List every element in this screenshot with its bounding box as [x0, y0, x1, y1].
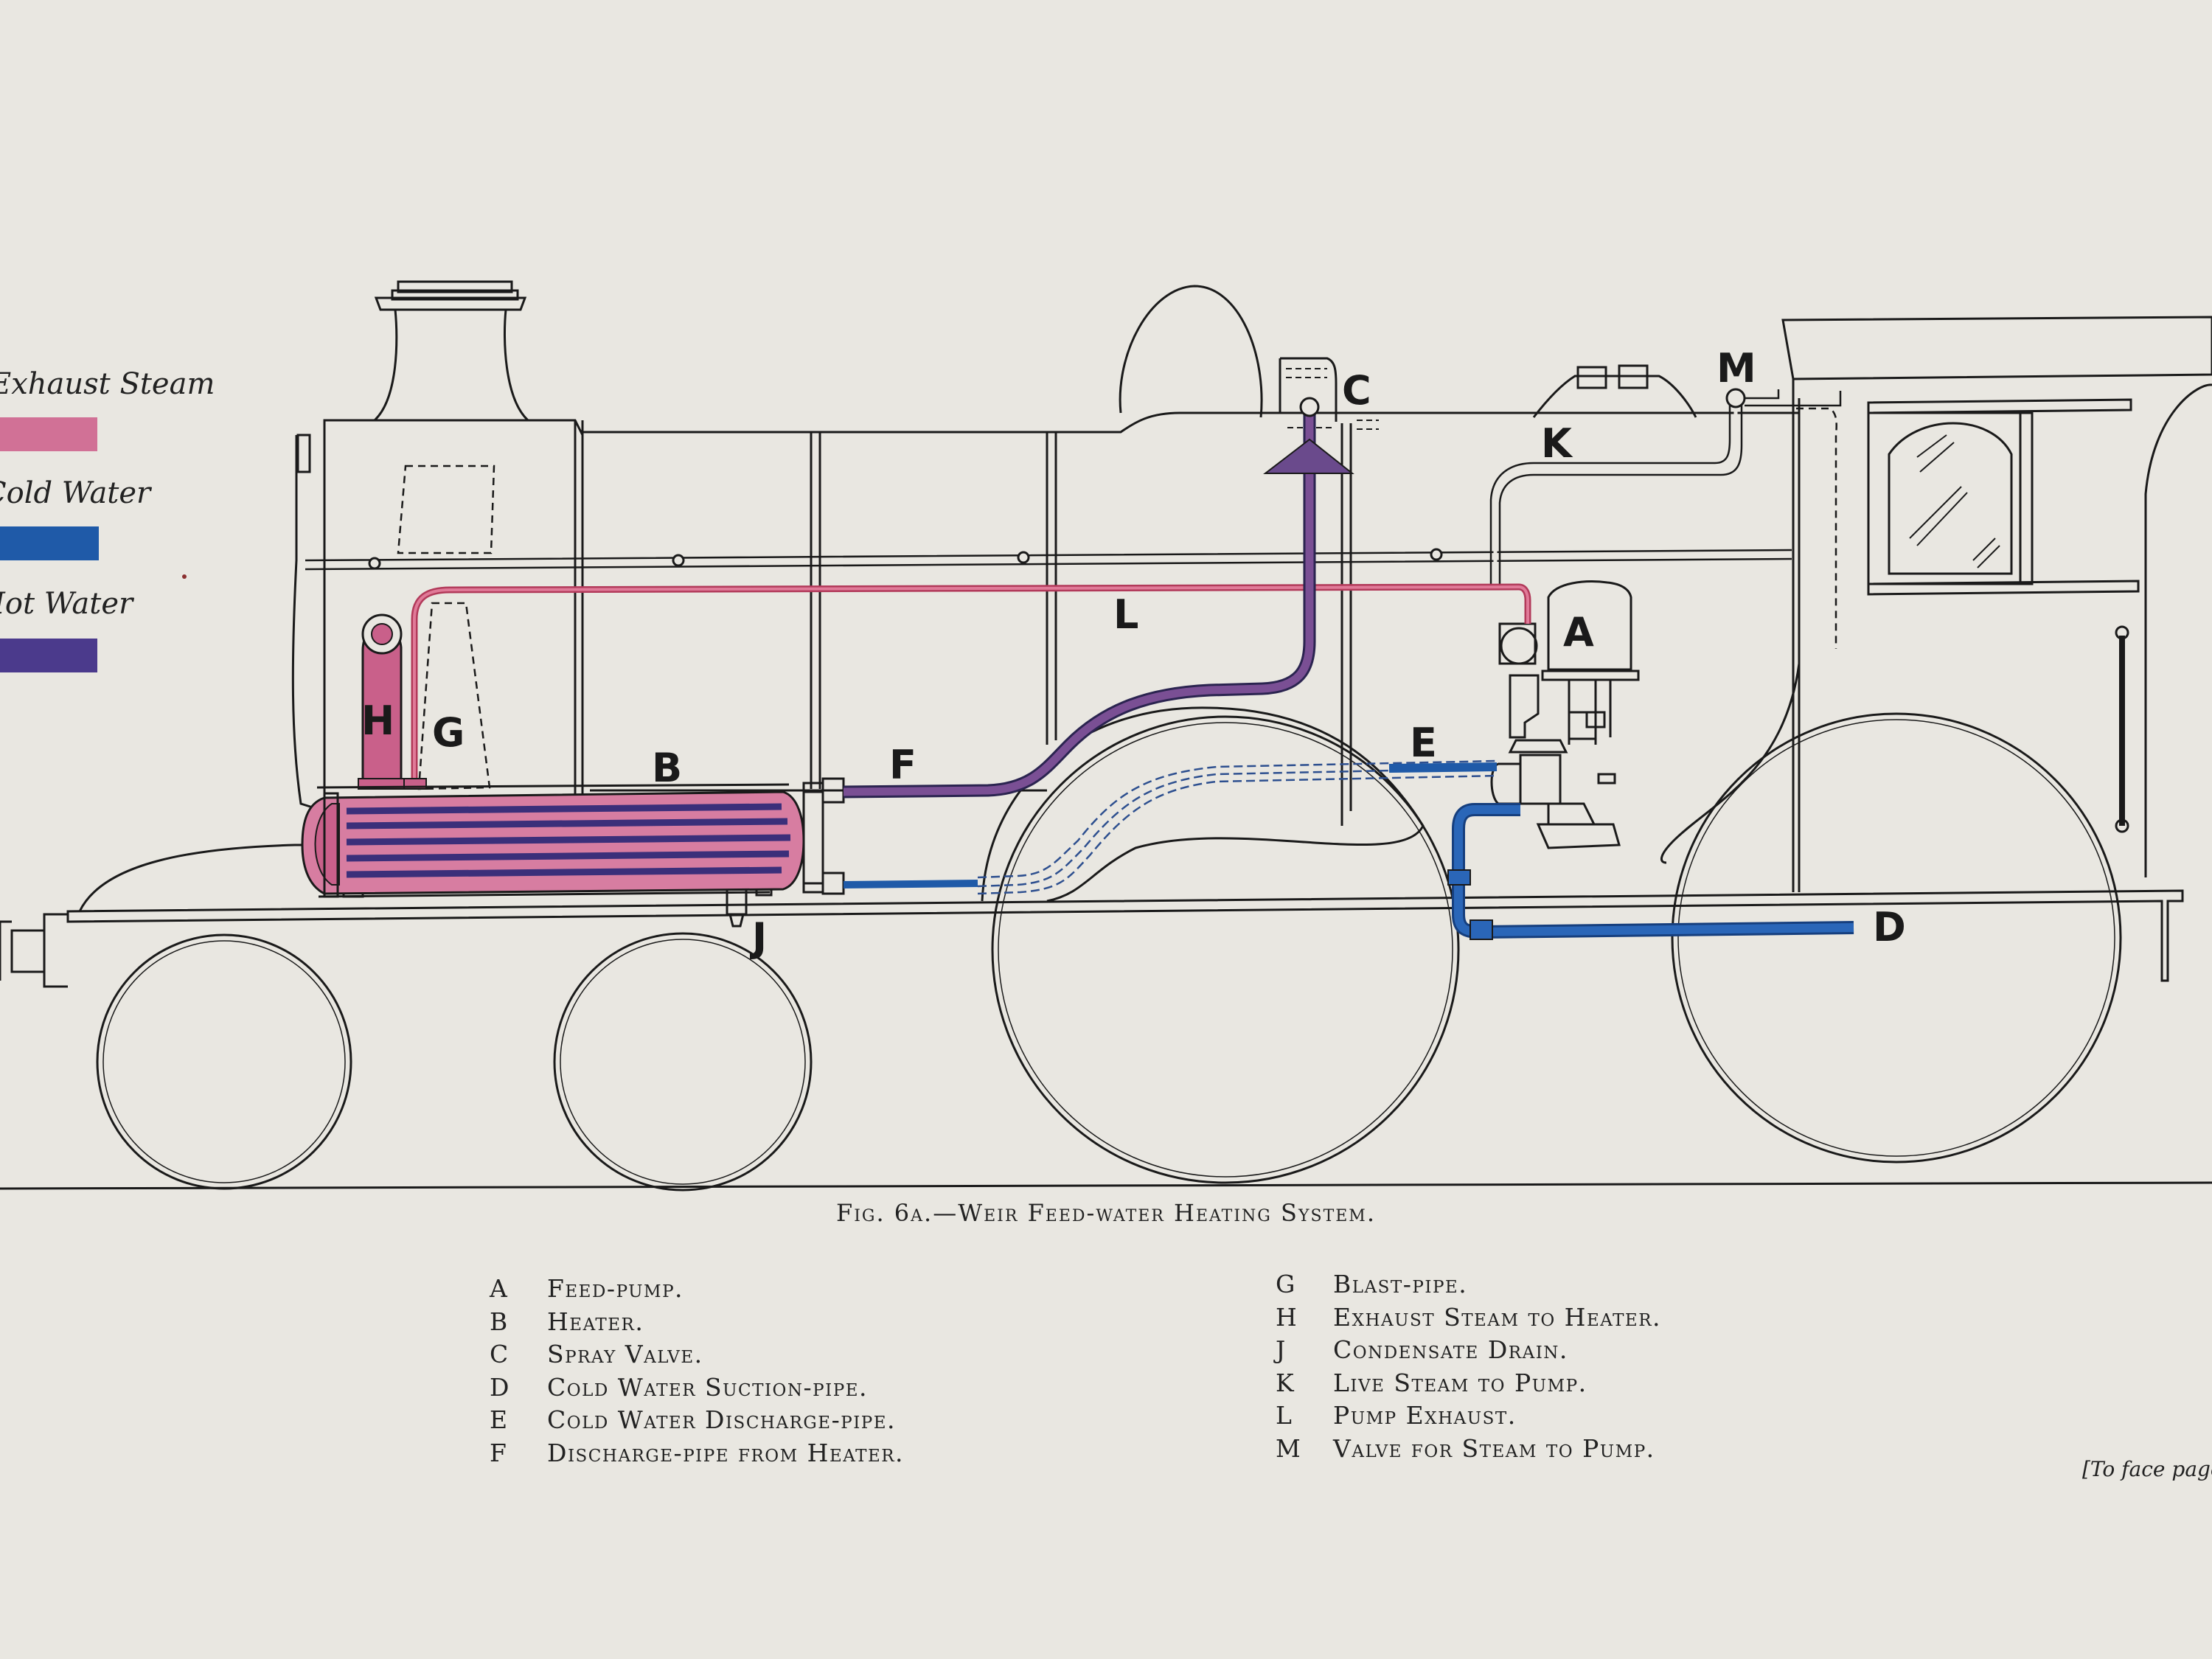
label-m: M — [1717, 345, 1756, 392]
key-letter: F — [490, 1438, 508, 1467]
key-item: K Live Steam to Pump. — [1276, 1368, 1661, 1402]
dome — [1119, 285, 1263, 418]
key-letter: K — [1276, 1368, 1295, 1397]
frame — [66, 889, 2184, 982]
spray-valve-c — [1279, 357, 1338, 422]
key-text: Live Steam to Pump. — [1333, 1368, 1587, 1397]
pipe-e-cold-water-discharge — [1388, 762, 1498, 773]
key-text: Discharge-pipe from Heater. — [547, 1438, 905, 1467]
firebox-curve — [1660, 442, 1801, 864]
label-e: E — [1410, 720, 1437, 766]
key-item: A Feed-pump. — [490, 1274, 904, 1307]
key-text: Cold Water Discharge-pipe. — [547, 1405, 897, 1434]
key-letter: B — [490, 1307, 509, 1336]
key-text: Exhaust Steam to Heater. — [1333, 1302, 1662, 1332]
key-right-column: G Blast-pipe. H Exhaust Steam to Heater. J… — [1276, 1270, 1661, 1467]
valve-m — [1725, 388, 1746, 408]
label-c: C — [1342, 367, 1371, 414]
key-item: J Condensate Drain. — [1276, 1335, 1661, 1368]
label-f: F — [889, 742, 917, 788]
pipe-k-live-steam — [1494, 404, 1737, 590]
key-text: Heater. — [547, 1307, 644, 1336]
key-item: D Cold Water Suction-pipe. — [490, 1373, 904, 1406]
spray-cone — [1263, 438, 1354, 474]
label-k: K — [1541, 420, 1573, 467]
key-letter: C — [490, 1340, 509, 1368]
feed-pump-a — [1490, 580, 1640, 849]
legend-swatch-cold-water — [0, 526, 99, 560]
heater-end-cap — [802, 782, 824, 894]
key-item: F Discharge-pipe from Heater. — [490, 1439, 904, 1472]
legend-swatch-hot-water — [0, 639, 97, 672]
key-item: M Valve for Steam to Pump. — [1276, 1434, 1661, 1467]
key-item: C Spray Valve. — [490, 1340, 904, 1373]
handrail — [305, 549, 1792, 571]
safety-valves — [1532, 375, 1697, 418]
label-d: D — [1873, 904, 1906, 950]
leading-wheel-rear — [553, 932, 813, 1192]
key-item: L Pump Exhaust. — [1276, 1401, 1661, 1434]
coupled-wheel — [1671, 712, 2122, 1164]
legend-swatch-exhaust-steam — [0, 417, 97, 451]
key-item: H Exhaust Steam to Heater. — [1276, 1303, 1661, 1336]
key-text: Blast-pipe. — [1333, 1270, 1468, 1298]
key-letter: G — [1276, 1270, 1296, 1298]
chimney — [372, 308, 531, 422]
boiler — [582, 411, 1799, 434]
key-text: Pump Exhaust. — [1333, 1401, 1517, 1430]
legend-label-hot-water: Hot Water — [0, 587, 133, 621]
label-g: G — [432, 709, 465, 756]
key-letter: J — [1276, 1335, 1287, 1364]
cab-roof — [1781, 316, 2212, 380]
heater-b — [301, 783, 805, 898]
smokebox — [291, 419, 584, 813]
label-j: J — [749, 914, 767, 961]
pipe-d-cold-water-suction — [1452, 803, 1854, 939]
key-letter: E — [490, 1405, 509, 1434]
legend-label-cold-water: Cold Water — [0, 476, 151, 510]
key-letter: M — [1276, 1433, 1302, 1463]
label-b: B — [652, 745, 682, 791]
label-a: A — [1563, 609, 1594, 655]
key-text: Feed-pump. — [547, 1274, 684, 1303]
buffer — [0, 913, 68, 988]
key-text: Condensate Drain. — [1333, 1335, 1568, 1364]
key-item: E Cold Water Discharge-pipe. — [490, 1405, 904, 1439]
key-letter: D — [490, 1372, 510, 1402]
splasher — [981, 706, 1425, 902]
legend-label-exhaust-steam: Exhaust Steam — [0, 367, 215, 401]
ground-line — [0, 1181, 2212, 1190]
label-h: H — [361, 698, 394, 744]
key-text: Cold Water Suction-pipe. — [547, 1372, 868, 1402]
key-letter: L — [1276, 1401, 1293, 1430]
driving-wheel — [991, 715, 1460, 1184]
face-page-note: [To face page — [2082, 1457, 2212, 1481]
key-item: G Blast-pipe. — [1276, 1270, 1661, 1303]
key-text: Valve for Steam to Pump. — [1333, 1433, 1655, 1463]
key-letter: A — [490, 1274, 509, 1303]
key-letter: H — [1276, 1302, 1298, 1332]
cab-window-frame — [1867, 398, 2132, 414]
label-l: L — [1113, 591, 1138, 638]
key-item: B Heater. — [490, 1307, 904, 1340]
key-text: Spray Valve. — [547, 1340, 703, 1368]
key-left-column: A Feed-pump. B Heater. C Spray Valve. D Cold… — [490, 1274, 904, 1471]
figure-caption: Fig. 6a.—Weir Feed-water Heating System. — [835, 1199, 1376, 1227]
valance — [78, 844, 310, 912]
leading-wheel-front — [96, 933, 352, 1190]
